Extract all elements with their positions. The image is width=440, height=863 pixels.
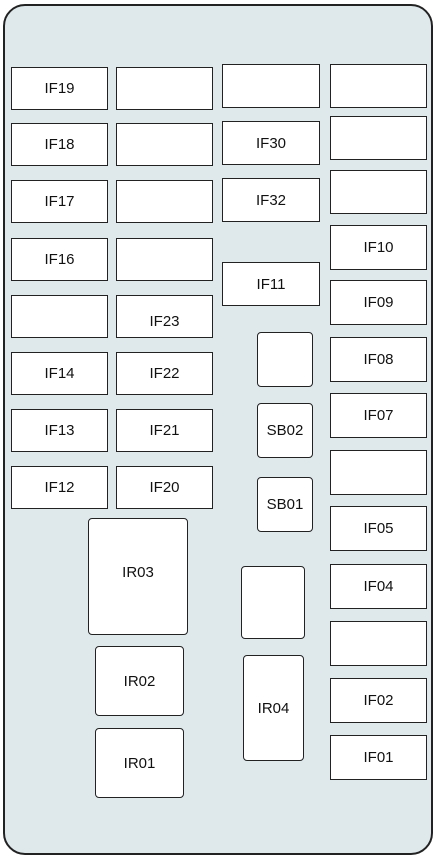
- fuse-if22: IF22: [116, 352, 213, 395]
- fuse-empty: [257, 332, 313, 387]
- fuse-label: IF20: [149, 479, 180, 496]
- fuse-label: SB01: [266, 496, 304, 513]
- fuse-if17: IF17: [11, 180, 108, 223]
- fuse-if02: IF02: [330, 678, 427, 723]
- fuse-sb02: SB02: [257, 403, 313, 458]
- fuse-if12: IF12: [11, 466, 108, 509]
- fuse-label: IF07: [363, 407, 394, 424]
- fuse-if19: IF19: [11, 67, 108, 110]
- fuse-label: IF16: [44, 251, 75, 268]
- fuse-if21: IF21: [116, 409, 213, 452]
- fuse-label: IF23: [149, 313, 180, 330]
- fuse-if11: IF11: [222, 262, 320, 306]
- fuse-label: IF14: [44, 365, 75, 382]
- fuse-label: IF32: [255, 191, 286, 209]
- fuse-empty: [116, 123, 213, 166]
- fuse-if20: IF20: [116, 466, 213, 509]
- fuse-label: IF30: [255, 134, 286, 152]
- fuse-label: IF12: [44, 479, 75, 496]
- relay-ir04: IR04: [243, 655, 304, 761]
- fuse-empty: [330, 621, 427, 666]
- fuse-if23: IF23: [116, 295, 213, 338]
- fuse-label: IF17: [44, 193, 75, 210]
- fuse-empty: [222, 64, 320, 108]
- relay-label: IR01: [123, 754, 156, 772]
- fuse-label: IF04: [363, 578, 394, 595]
- fuse-label: IF11: [256, 275, 286, 293]
- fuse-if09: IF09: [330, 280, 427, 325]
- fuse-empty: [330, 116, 427, 160]
- fuse-label: IF08: [363, 351, 394, 368]
- relay-empty: [241, 566, 305, 639]
- relay-ir03: IR03: [88, 518, 188, 635]
- fuse-label: IF05: [363, 520, 394, 537]
- fuse-label: IF02: [363, 692, 394, 709]
- fuse-empty: [116, 238, 213, 281]
- fuse-empty: [116, 180, 213, 223]
- relay-ir01: IR01: [95, 728, 184, 798]
- fuse-if30: IF30: [222, 121, 320, 165]
- fuse-if10: IF10: [330, 225, 427, 270]
- fuse-label: IF09: [363, 294, 394, 311]
- fuse-if01: IF01: [330, 735, 427, 780]
- fuse-if04: IF04: [330, 564, 427, 609]
- fuse-if16: IF16: [11, 238, 108, 281]
- fuse-label: IF01: [363, 749, 394, 766]
- fuse-label: IF10: [363, 239, 394, 256]
- fuse-label: IF13: [44, 422, 75, 439]
- relay-label: IR03: [122, 564, 154, 581]
- fuse-empty: [116, 67, 213, 110]
- fuse-if18: IF18: [11, 123, 108, 166]
- fuse-empty: [330, 170, 427, 214]
- fuse-label: IF21: [149, 422, 180, 439]
- fuse-label: SB02: [266, 422, 304, 439]
- fuse-sb01: SB01: [257, 477, 313, 532]
- fuse-if14: IF14: [11, 352, 108, 395]
- fuse-empty: [11, 295, 108, 338]
- fuse-empty: [330, 450, 427, 495]
- fuse-label: IF22: [149, 365, 180, 382]
- relay-label: IR02: [123, 672, 156, 690]
- relay-ir02: IR02: [95, 646, 184, 716]
- relay-label: IR04: [257, 699, 290, 717]
- fuse-if13: IF13: [11, 409, 108, 452]
- fuse-if08: IF08: [330, 337, 427, 382]
- fuse-empty: [330, 64, 427, 108]
- fuse-if07: IF07: [330, 393, 427, 438]
- fuse-if32: IF32: [222, 178, 320, 222]
- fuse-label: IF19: [44, 80, 75, 97]
- fuse-if05: IF05: [330, 506, 427, 551]
- fuse-label: IF18: [44, 136, 75, 153]
